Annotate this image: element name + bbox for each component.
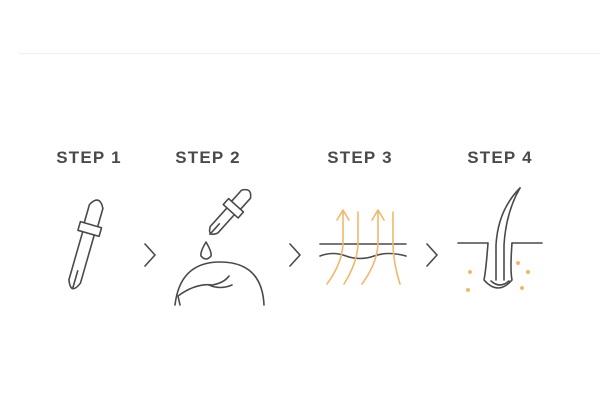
chevron-right-icon <box>426 243 438 267</box>
step-2-label: STEP 2 <box>175 148 241 167</box>
hair-follicle-icon <box>457 187 543 292</box>
step-4-label: STEP 4 <box>467 148 533 167</box>
step-3-label: STEP 3 <box>327 148 393 167</box>
divider <box>18 53 600 54</box>
dropper-on-scalp-icon <box>174 188 265 306</box>
chevron-right-icon <box>289 243 301 267</box>
chevron-right-icon <box>144 243 156 267</box>
dropper-icon <box>68 199 104 290</box>
absorption-arrows-icon <box>319 209 407 285</box>
step-1-label: STEP 1 <box>56 148 122 167</box>
